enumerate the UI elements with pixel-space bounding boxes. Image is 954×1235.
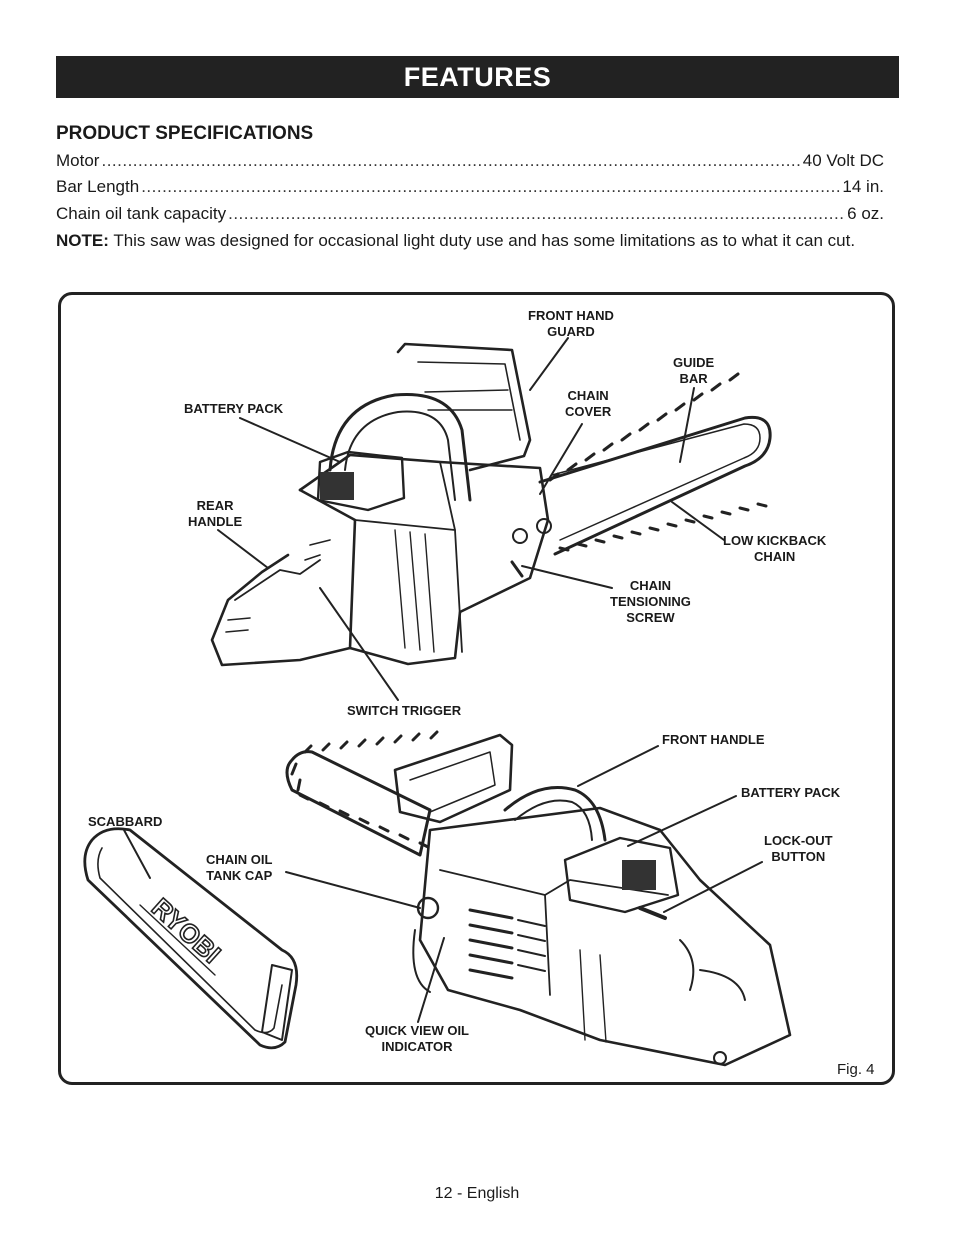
spec-label: Bar Length xyxy=(56,177,140,196)
note-paragraph: NOTE: This saw was designed for occasion… xyxy=(56,230,891,251)
spec-row-motor: Motor 40 Volt DC xyxy=(56,151,884,175)
figure-number: Fig. 4 xyxy=(837,1061,875,1078)
note-label: NOTE: xyxy=(56,231,109,250)
guide-bar-bottom xyxy=(285,730,439,857)
label-scabbard: SCABBARD xyxy=(88,814,163,829)
label-switch-trigger: SWITCH TRIGGER xyxy=(347,703,462,718)
spec-row-bar-length: Bar Length 14 in. xyxy=(56,177,884,201)
guide-bar-top xyxy=(538,372,772,556)
leader-lines xyxy=(123,337,763,1023)
label-battery-pack-bottom: BATTERY PACK xyxy=(741,785,841,800)
spec-value: 14 in. xyxy=(842,177,884,196)
scabbard-outline xyxy=(83,827,299,1050)
label-front-handle: FRONT HANDLE xyxy=(662,732,765,747)
spec-row-oil-capacity: Chain oil tank capacity 6 oz. xyxy=(56,204,884,228)
spec-value: 40 Volt DC xyxy=(802,151,884,170)
figure-frame xyxy=(58,292,895,1085)
spec-label: Motor xyxy=(56,151,100,170)
label-battery-pack-top: BATTERY PACK xyxy=(184,401,284,416)
note-text: This saw was designed for occasional lig… xyxy=(113,231,856,250)
scabbard-brand: RYOBI xyxy=(146,892,227,969)
page-footer: 12 - English xyxy=(434,1185,520,1202)
spec-label: Chain oil tank capacity xyxy=(56,204,227,223)
section-heading: PRODUCT SPECIFICATIONS xyxy=(56,123,314,144)
page-title: FEATURES xyxy=(403,62,552,92)
page-title-banner: FEATURES xyxy=(56,56,899,98)
spec-value: 6 oz. xyxy=(847,204,884,223)
